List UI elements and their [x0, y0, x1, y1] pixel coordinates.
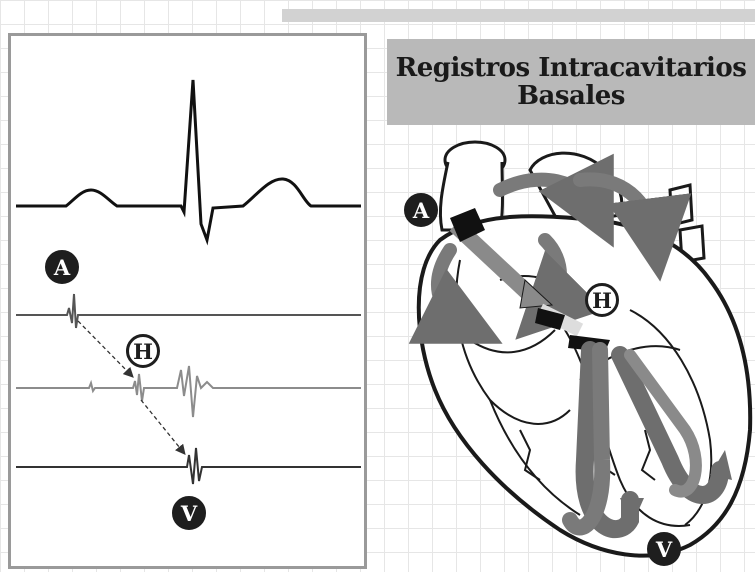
heart-marker-a: A — [404, 193, 438, 227]
heart-illustration-panel: A H V — [380, 130, 755, 572]
heart-marker-h: H — [585, 283, 619, 317]
ecg-marker-v: V — [172, 496, 206, 530]
ecg-panel: A H V — [8, 33, 367, 569]
top-decorative-bar — [282, 9, 755, 22]
his-channel-trace — [16, 366, 361, 417]
heart-marker-v: V — [647, 532, 681, 566]
a-to-h-conduction-arrow — [78, 321, 132, 376]
ecg-marker-h: H — [126, 334, 160, 368]
title-box: Registros Intracavitarios Basales — [387, 39, 755, 125]
ventricular-channel-trace — [16, 448, 361, 484]
diagram-title: Registros Intracavitarios Basales — [396, 54, 747, 110]
surface-ecg-trace — [16, 80, 361, 240]
ecg-marker-a: A — [45, 250, 79, 284]
heart-illustration — [380, 130, 755, 572]
atrial-channel-trace — [16, 294, 361, 328]
h-to-v-conduction-arrow — [141, 400, 184, 453]
ecg-traces — [11, 36, 364, 566]
